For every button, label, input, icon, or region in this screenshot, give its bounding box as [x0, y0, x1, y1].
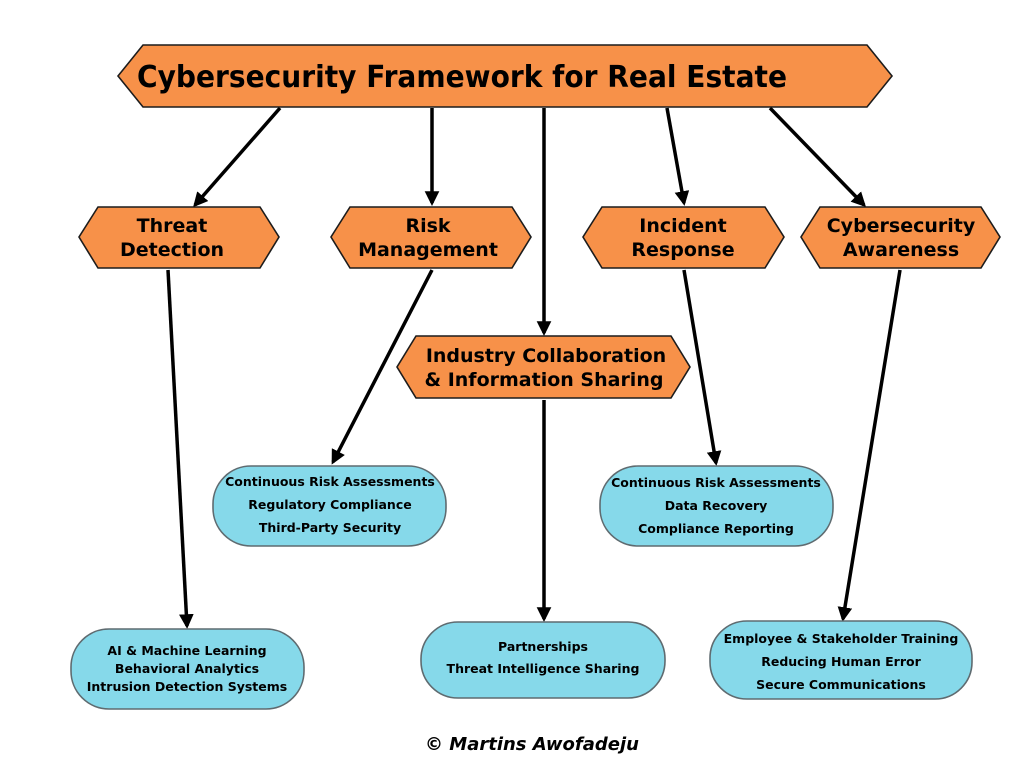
arrow-title-to-incident-response	[665, 107, 690, 206]
details-item: Continuous Risk Assessments	[611, 475, 821, 490]
category-threat-detection: Threat Detection	[78, 206, 280, 269]
arrow-risk-management-to-details	[331, 269, 434, 465]
arrow-incident-response-to-details	[682, 269, 722, 466]
arrow-threat-detection-to-details	[166, 269, 194, 629]
details-item: Partnerships	[498, 639, 588, 654]
details-item: Intrusion Detection Systems	[87, 679, 287, 694]
title-node: Cybersecurity Framework for Real Estate	[116, 44, 894, 108]
details-item: Threat Intelligence Sharing	[447, 661, 640, 676]
details-item: Regulatory Compliance	[248, 497, 411, 512]
details-pill	[599, 465, 834, 547]
category-hexagon	[330, 206, 532, 269]
details-pill	[709, 620, 973, 700]
details-incident-response: Continuous Risk Assessments Data Recover…	[599, 465, 834, 547]
category-hexagon	[582, 206, 785, 269]
details-pill	[212, 465, 447, 547]
category-label-line-2: Detection	[120, 239, 224, 261]
category-hexagon	[800, 206, 1001, 269]
diagram-title: Cybersecurity Framework for Real Estate	[137, 60, 787, 95]
details-risk-management: Continuous Risk Assessments Regulatory C…	[212, 465, 447, 547]
details-pill	[420, 621, 666, 699]
details-item: Employee & Stakeholder Training	[724, 631, 959, 646]
category-label-line-1: Cybersecurity	[827, 215, 976, 237]
category-label-line-1: Industry Collaboration	[426, 345, 666, 367]
arrow-title-to-threat-detection	[193, 106, 282, 208]
details-cybersecurity-awareness: Employee & Stakeholder Training Reducing…	[709, 620, 973, 700]
category-label-line-2: Awareness	[843, 239, 959, 261]
details-item: Third-Party Security	[259, 520, 401, 535]
details-item: Data Recovery	[665, 498, 768, 513]
details-pill	[70, 628, 305, 710]
category-hexagon	[396, 335, 691, 399]
details-item: Continuous Risk Assessments	[225, 474, 435, 489]
arrow-cybersecurity-awareness-to-details	[837, 269, 902, 622]
category-hexagon	[78, 206, 280, 269]
details-industry-collaboration: Partnerships Threat Intelligence Sharing	[420, 621, 666, 699]
author-credit: © Martins Awofadeju	[425, 734, 639, 755]
title-hexagon	[116, 44, 894, 108]
category-risk-management: Risk Management	[330, 206, 532, 269]
details-item: Compliance Reporting	[638, 521, 794, 536]
category-label-line-1: Risk	[405, 215, 450, 237]
details-item: AI & Machine Learning	[107, 643, 266, 658]
category-industry-collaboration: Industry Collaboration & Information Sha…	[396, 335, 691, 399]
details-threat-detection: AI & Machine Learning Behavioral Analyti…	[70, 628, 305, 710]
details-item: Secure Communications	[756, 677, 926, 692]
category-incident-response: Incident Response	[582, 206, 785, 269]
category-label-line-1: Incident	[639, 215, 726, 237]
category-label-line-1: Threat	[137, 215, 208, 237]
category-label-line-2: Management	[358, 239, 498, 261]
category-label-line-2: & Information Sharing	[425, 369, 664, 391]
category-cybersecurity-awareness: Cybersecurity Awareness	[800, 206, 1001, 269]
arrow-title-to-cybersecurity-awareness	[768, 106, 867, 208]
details-item: Behavioral Analytics	[115, 661, 259, 676]
details-item: Reducing Human Error	[761, 654, 921, 669]
category-label-line-2: Response	[631, 239, 734, 261]
